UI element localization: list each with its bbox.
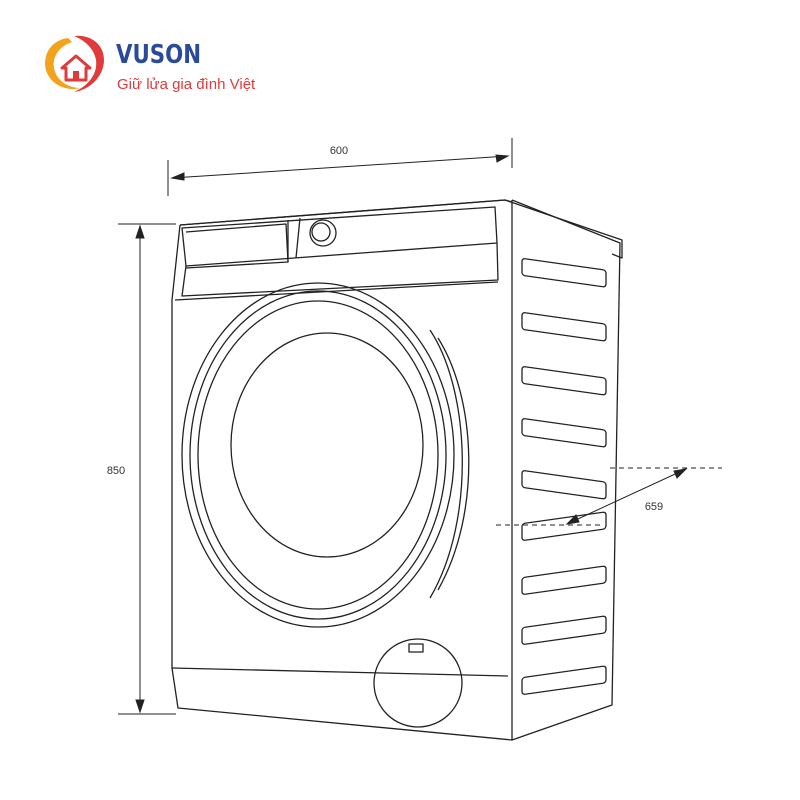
program-dial xyxy=(309,219,337,247)
machine-side-face xyxy=(511,199,621,741)
width-dimension xyxy=(167,138,513,196)
brand-header: VUSON Giữ lửa gia đình Việt xyxy=(38,30,298,100)
machine-base xyxy=(171,667,509,677)
control-panel xyxy=(181,206,498,267)
door-glass xyxy=(230,332,424,558)
height-dimension xyxy=(118,223,176,715)
height-label: 850 xyxy=(107,465,125,477)
brand-slogan: Giữ lửa gia đình Việt xyxy=(117,76,256,93)
depth-dimension xyxy=(496,467,722,526)
detergent-drawer xyxy=(185,223,289,269)
brand-name: VUSON xyxy=(116,40,202,70)
depth-label: 659 xyxy=(645,501,663,513)
machine-front-face xyxy=(171,200,513,741)
filter-cover xyxy=(373,638,463,728)
house-swirl-logo-icon xyxy=(45,35,104,92)
machine-top xyxy=(179,199,623,259)
side-vents xyxy=(521,258,607,695)
door-hinge-edge xyxy=(429,329,463,599)
door-outer-ring xyxy=(181,282,455,628)
width-label: 600 xyxy=(330,145,348,157)
